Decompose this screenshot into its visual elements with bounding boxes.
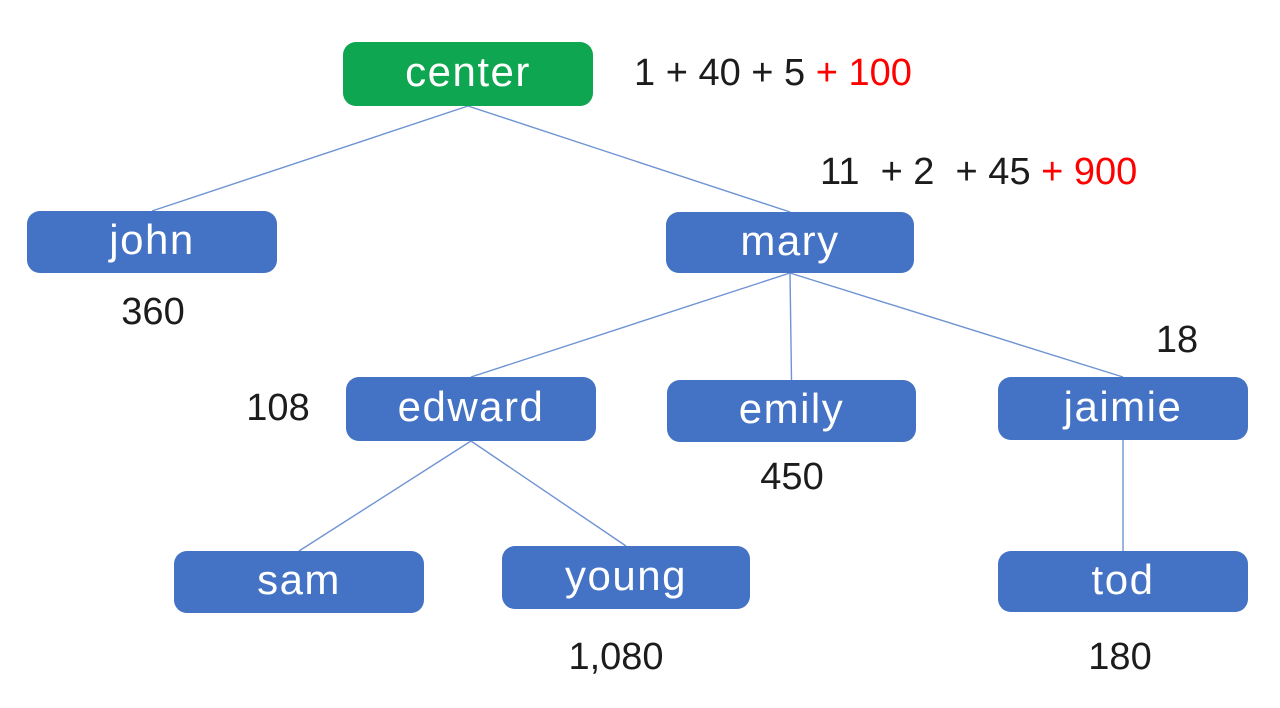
value-label-emily: 450: [760, 456, 824, 498]
edge-center-john: [151, 105, 469, 212]
value-label-jaimie: 18: [1155, 319, 1199, 361]
tree-node-john: john: [27, 211, 277, 273]
node-label: jaimie: [1063, 382, 1183, 430]
value-label-young: 1,080: [568, 636, 664, 678]
annotation-part-highlight: + 900: [1041, 151, 1138, 193]
annotation-part: 1 + 40 + 5: [634, 52, 816, 94]
tree-node-edward: edward: [346, 377, 596, 441]
node-label: young: [565, 551, 687, 599]
tree-node-tod: tod: [998, 551, 1248, 612]
annotation-mary-sum: 11 + 2 + 45 + 900: [820, 153, 1137, 191]
annotation-part: 11 + 2 + 45: [820, 151, 1042, 193]
tree-node-sam: sam: [174, 551, 424, 613]
tree-node-young: young: [502, 546, 750, 609]
edge-mary-edward: [470, 272, 791, 378]
value-label-tod: 180: [1088, 636, 1152, 678]
edge-edward-sam: [298, 440, 472, 552]
edge-center-mary: [467, 105, 791, 213]
tree-node-center: center: [343, 42, 593, 106]
value-label-edward: 108: [246, 387, 310, 429]
node-label: tod: [1091, 555, 1155, 603]
node-label: sam: [257, 556, 341, 603]
edge-edward-young: [470, 440, 627, 547]
node-label: emily: [738, 385, 845, 432]
tree-node-jaimie: jaimie: [998, 377, 1248, 440]
edge-mary-emily: [789, 272, 793, 381]
edge-mary-jaimie: [789, 272, 1124, 378]
node-label: john: [109, 216, 195, 263]
annotation-part-highlight: + 100: [815, 52, 912, 94]
tree-node-emily: emily: [667, 380, 916, 442]
node-label: edward: [397, 383, 545, 430]
tree-node-mary: mary: [666, 212, 914, 273]
annotation-center-sum: 1 + 40 + 5 + 100: [634, 54, 912, 92]
node-label: center: [405, 48, 531, 95]
node-label: mary: [740, 216, 840, 264]
value-label-john: 360: [121, 291, 185, 333]
